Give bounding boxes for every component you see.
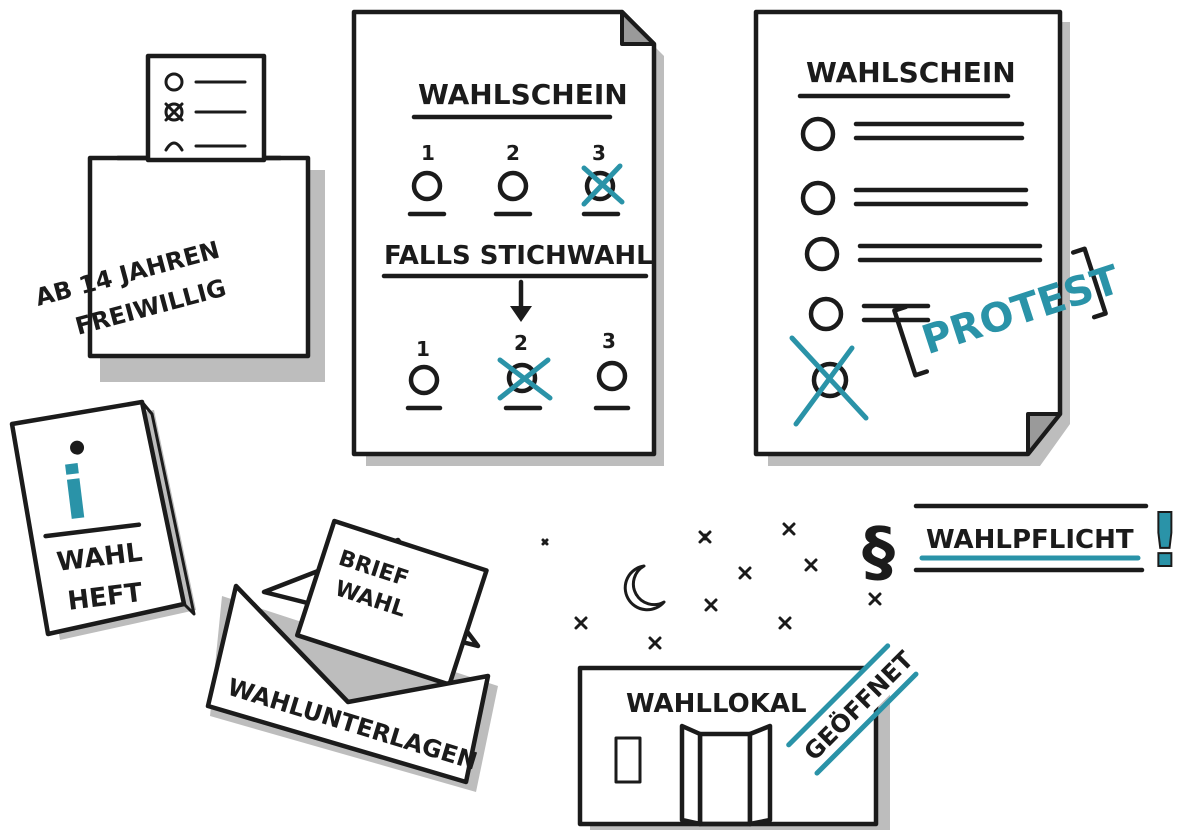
runoff-option-circle-2 (497, 170, 529, 202)
open-banner-overline (786, 643, 891, 748)
postal-vote-card: BRIEF WAHL (295, 518, 489, 687)
info-booklet: i WAHL HEFT (9, 399, 196, 640)
protest-option-circle-3 (804, 236, 840, 272)
ballot-box: AB 14 JAHREN FREIWILLIG (32, 53, 325, 382)
info-booklet-divider (43, 522, 142, 539)
protest-option-circle-2 (800, 180, 836, 216)
runoff-candidate-number-2: 2 (506, 141, 520, 165)
protest-vote-cross-icon (789, 335, 869, 427)
ballot-box-body (87, 155, 311, 359)
postal-vote-card-paper (295, 518, 489, 687)
open-banner-background (790, 647, 914, 771)
star-icon (804, 558, 818, 572)
moon-icon (623, 564, 666, 612)
postal-vote-envelope: BRIEF WAHL WAHLUNTERLAGEN (205, 518, 498, 792)
polling-station-window (614, 736, 642, 784)
star-icon (782, 522, 796, 536)
star-icon (698, 530, 712, 544)
envelope-front-fold (234, 584, 490, 704)
info-icon-dot (70, 440, 85, 455)
runoff-option-circle-1 (411, 170, 443, 202)
compulsory-voting: § WAHLPFLICHT ! (862, 497, 1183, 590)
runoff-second-option-circle-2 (506, 362, 538, 394)
runoff-second-number-1: 1 (416, 337, 430, 361)
runoff-ballot-paper (351, 9, 657, 457)
runoff-candidate-number-3: 3 (592, 141, 606, 165)
ballot-paper-cross-icon (164, 102, 184, 122)
star-icon (704, 598, 718, 612)
protest-ballot-corner-fold (1026, 412, 1062, 456)
runoff-second-number-3: 3 (602, 329, 616, 353)
ballot-paper-option-circle-selected (164, 102, 184, 122)
stars (541, 522, 882, 650)
runoff-candidate-number-1: 1 (421, 141, 435, 165)
protest-ballot-title: WAHLSCHEIN (806, 56, 1016, 89)
ballot-paper-option-circle (164, 72, 184, 92)
compulsory-voting-label: WAHLPFLICHT (926, 525, 1134, 555)
polling-station: WAHLLOKAL GEÖFFNET (577, 643, 919, 830)
runoff-second-option-circle-3 (596, 360, 628, 392)
info-booklet-spine (140, 400, 196, 616)
star-icon (648, 636, 662, 650)
runoff-second-number-2: 2 (514, 331, 528, 355)
star-icon (541, 538, 549, 546)
runoff-ballot: WAHLSCHEIN 1 2 3 FALLS STICHWAHL 1 2 3 (351, 9, 664, 466)
star-icon (738, 566, 752, 580)
polling-station-door-left (679, 723, 703, 827)
star-icon (574, 616, 588, 630)
runoff-second-vote-cross-icon (497, 357, 553, 401)
runoff-label: FALLS STICHWAHL (384, 241, 653, 271)
ballot-paper-option-circle (164, 141, 184, 152)
runoff-vote-cross-icon (581, 163, 625, 207)
open-banner-underline (814, 671, 919, 776)
runoff-second-option-circle-1 (408, 364, 440, 396)
runoff-ballot-title: WAHLSCHEIN (418, 78, 628, 111)
runoff-arrow-down-icon (510, 306, 532, 322)
night-sky (541, 522, 882, 650)
protest-stamp-bracket-left (892, 304, 930, 378)
runoff-option-circle-3 (584, 170, 616, 202)
star-icon (868, 592, 882, 606)
protest-option-circle-1 (800, 116, 836, 152)
protest-option-circle-4 (808, 296, 844, 332)
paragraph-section-icon: § (862, 513, 895, 590)
protest-ballot: WAHLSCHEIN PROTEST (753, 9, 1126, 466)
polling-station-door-right (747, 723, 773, 827)
protest-option-circle-5 (811, 361, 849, 399)
polling-station-sign: WAHLLOKAL (626, 689, 807, 719)
runoff-ballot-corner-fold (620, 10, 656, 46)
protest-stamp-bracket-right (1070, 246, 1108, 320)
star-icon (778, 616, 792, 630)
exclamation-icon: ! (1148, 498, 1182, 584)
